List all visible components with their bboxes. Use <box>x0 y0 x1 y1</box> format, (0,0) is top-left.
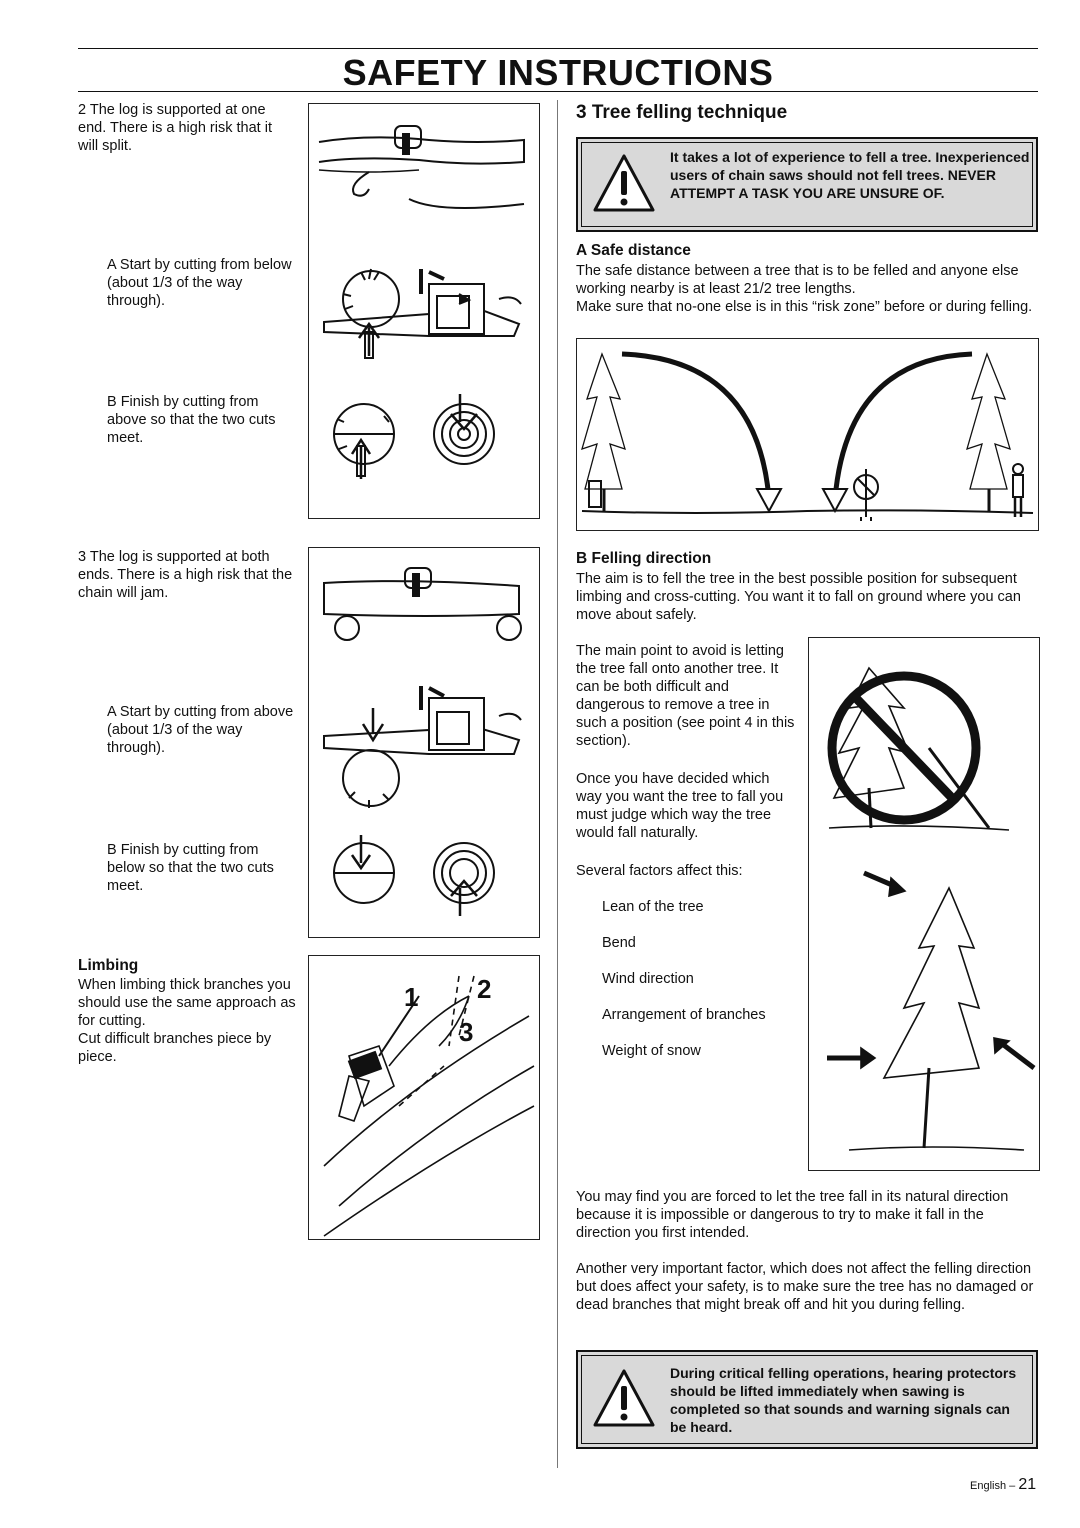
section-title: 3 Tree felling technique <box>576 102 788 123</box>
limbing-text-1: When limbing thick branches you should u… <box>78 977 296 1029</box>
warning-box-experience: It takes a lot of experience to fell a t… <box>576 137 1038 232</box>
factor-bend: Bend <box>602 935 636 951</box>
warning-triangle-icon <box>593 1369 655 1427</box>
title-rule <box>78 91 1038 92</box>
footer-language: English – <box>970 1480 1019 1492</box>
safe-distance-illustration <box>576 338 1039 531</box>
warning-text-hearing: During critical felling operations, hear… <box>670 1365 1017 1435</box>
limbing-label-2: 2 <box>477 974 491 1004</box>
factor-snow: Weight of snow <box>602 1043 701 1059</box>
felling-direction-text-1: The aim is to fell the tree in the best … <box>576 571 1021 623</box>
safe-distance-text-2: Make sure that no-one else is in this “r… <box>576 299 1033 315</box>
warning-triangle-icon <box>593 154 655 212</box>
case2-cutting-illustration <box>308 103 540 519</box>
safe-distance-heading: A Safe distance <box>576 242 691 259</box>
top-rule <box>78 48 1038 49</box>
page-footer: English – 21 <box>970 1476 1036 1494</box>
warning-box-hearing: During critical felling operations, hear… <box>576 1350 1038 1449</box>
limbing-label-1: 1 <box>404 982 418 1012</box>
case3-intro: 3 The log is supported at both ends. The… <box>78 549 293 601</box>
case2-intro: 2 The log is supported at one end. There… <box>78 102 272 154</box>
felling-direction-text-4: You may find you are forced to let the t… <box>576 1189 1009 1241</box>
case3-step-b: B Finish by cutting from below so that t… <box>107 842 274 894</box>
felling-direction-text-2: The main point to avoid is letting the t… <box>576 643 795 749</box>
column-divider <box>557 100 558 1468</box>
limbing-text-2: Cut difficult branches piece by piece. <box>78 1031 272 1065</box>
factor-branches: Arrangement of branches <box>602 1007 766 1023</box>
case2-step-a: A Start by cutting from below (about 1/3… <box>107 257 292 309</box>
safe-distance-text-1: The safe distance between a tree that is… <box>576 263 1019 297</box>
case3-step-a: A Start by cutting from above (about 1/3… <box>107 704 294 756</box>
limbing-illustration: 1 2 3 <box>308 955 540 1240</box>
felling-direction-text-5: Another very important factor, which doe… <box>576 1261 1034 1313</box>
factor-lean: Lean of the tree <box>602 899 704 915</box>
factors-intro: Several factors affect this: <box>576 863 743 879</box>
factor-wind: Wind direction <box>602 971 694 987</box>
warning-text-experience: It takes a lot of experience to fell a t… <box>670 149 1030 201</box>
page-number: 21 <box>1018 1476 1037 1493</box>
limbing-heading: Limbing <box>78 957 139 974</box>
limbing-label-3: 3 <box>459 1017 473 1047</box>
case2-step-b: B Finish by cutting from above so that t… <box>107 394 276 446</box>
case3-cutting-illustration <box>308 547 540 938</box>
felling-direction-text-3: Once you have decided which way you want… <box>576 771 784 841</box>
felling-direction-heading: B Felling direction <box>576 550 712 567</box>
page-title: SAFETY INSTRUCTIONS <box>342 52 774 93</box>
felling-factors-illustration <box>808 637 1040 1171</box>
